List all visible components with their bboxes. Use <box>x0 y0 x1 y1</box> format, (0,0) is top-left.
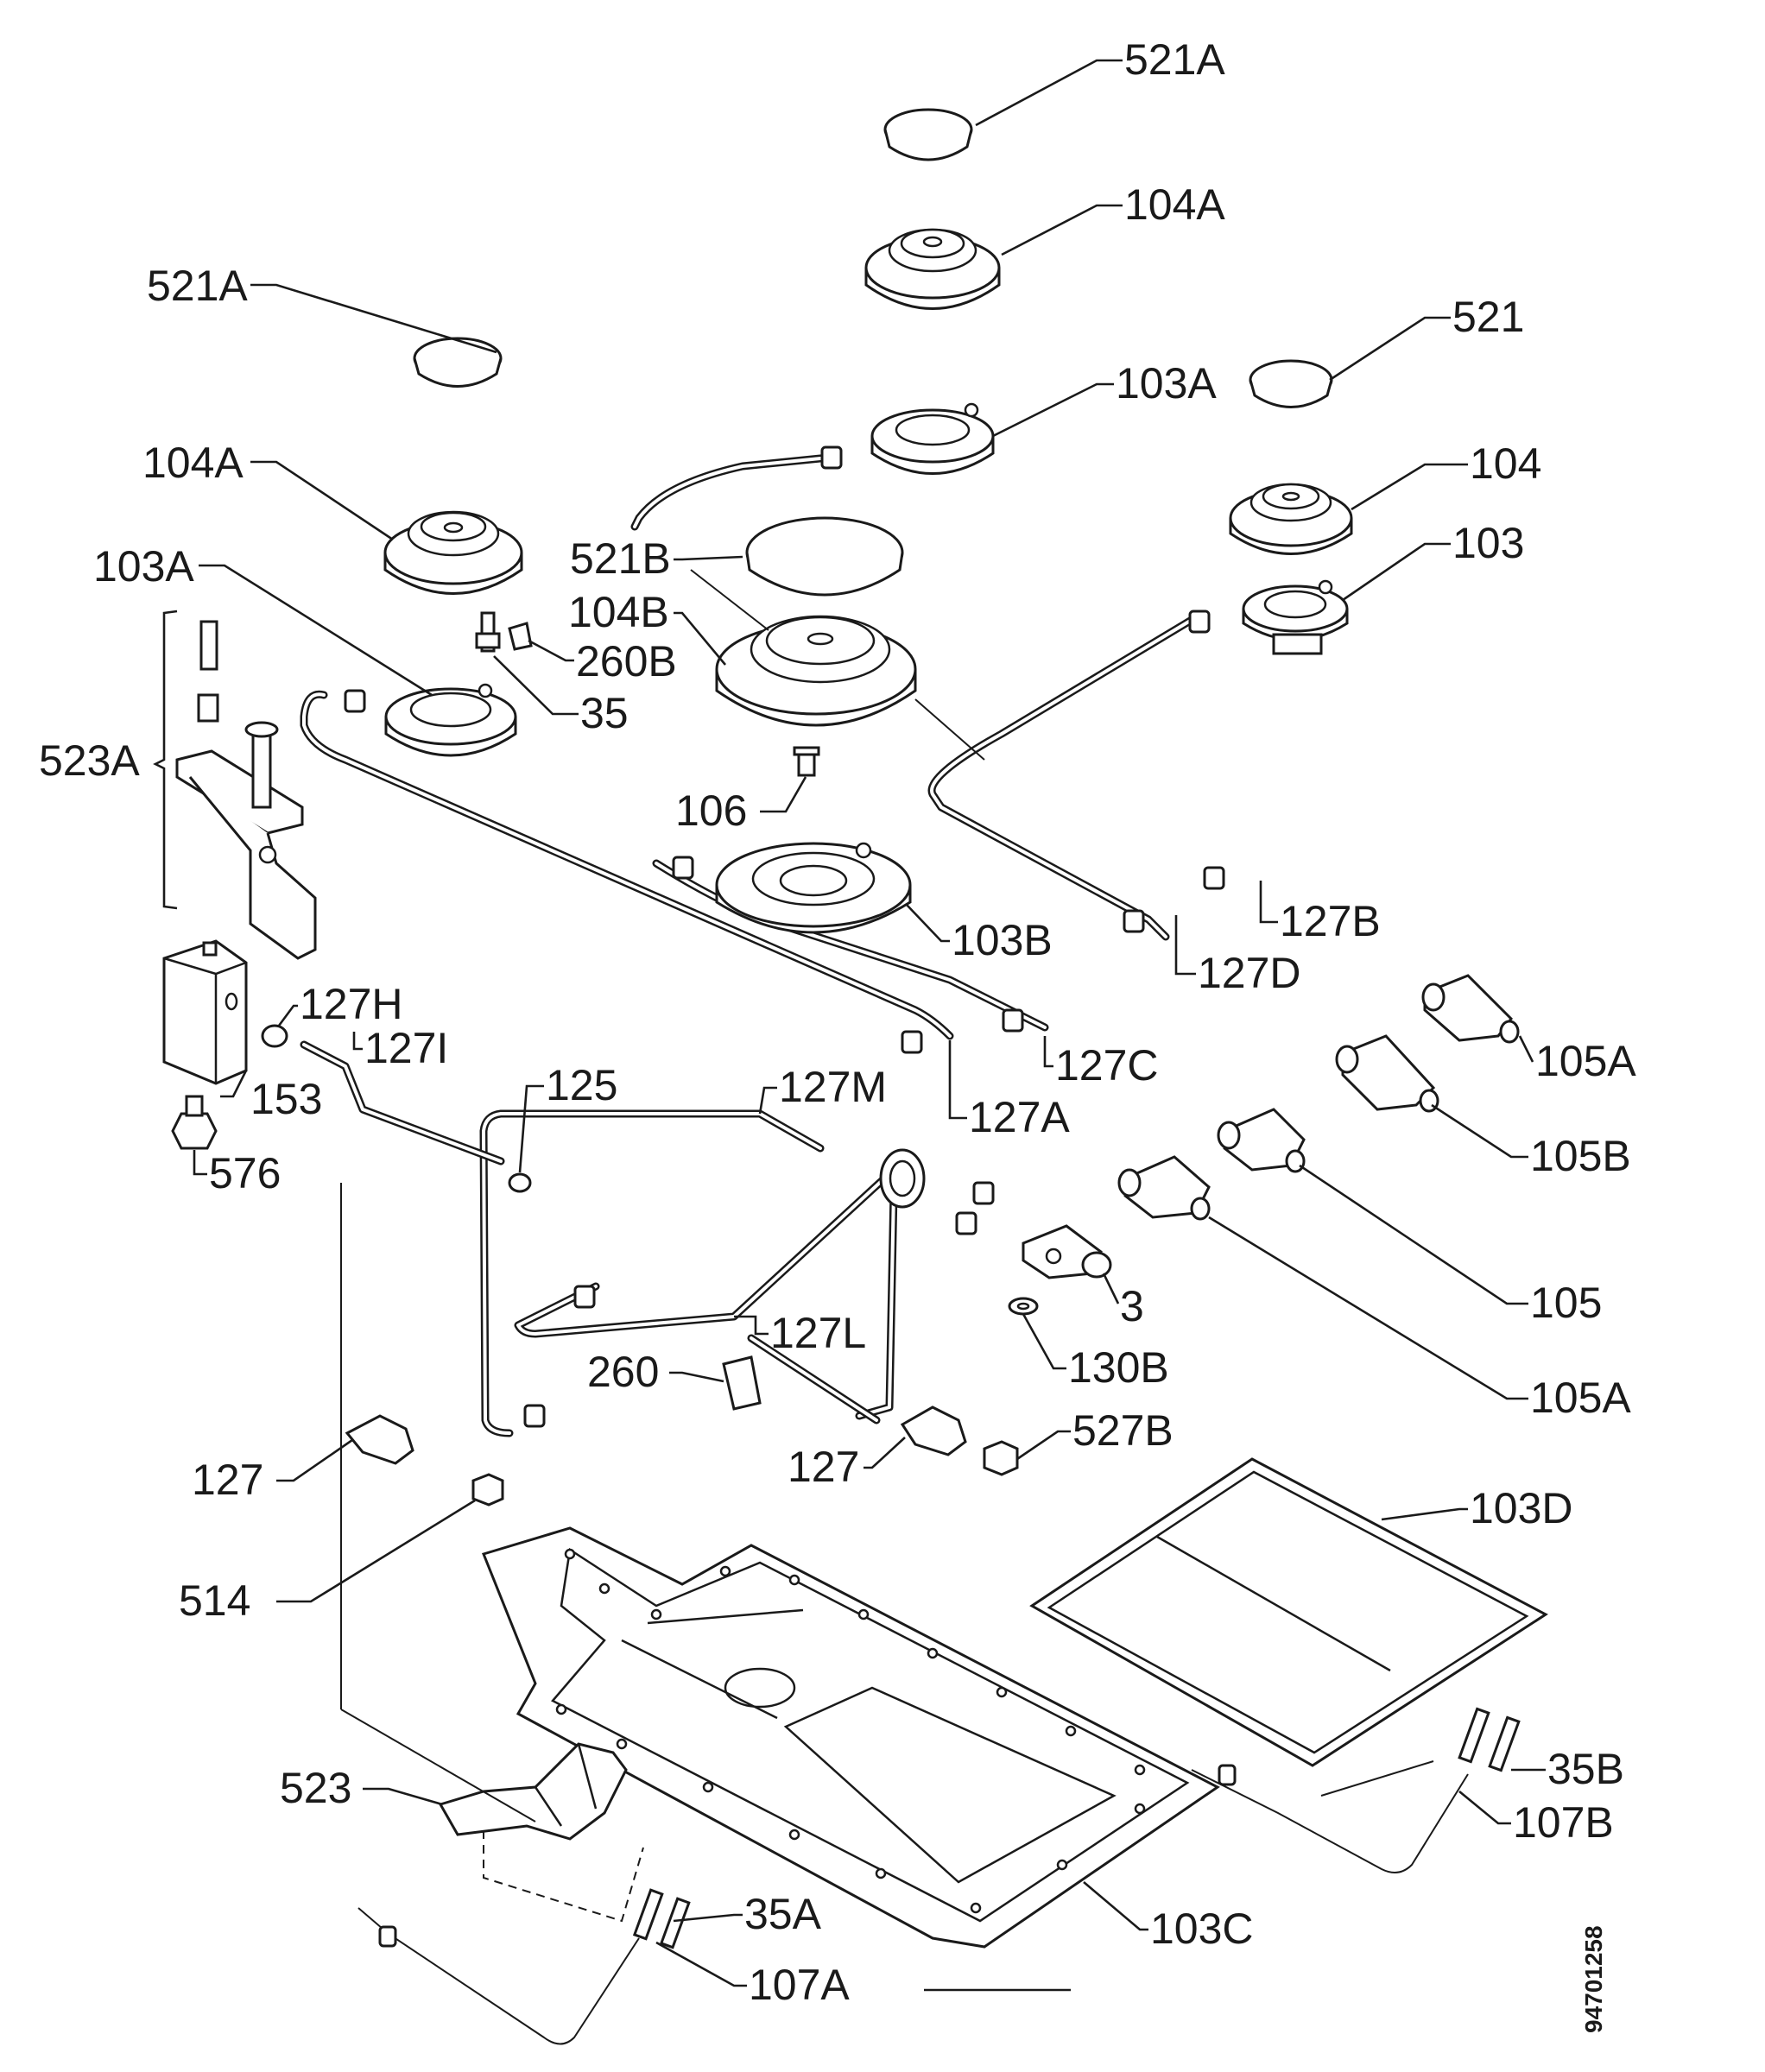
label-104a-top: 104A <box>1124 180 1225 229</box>
label-127a: 127A <box>969 1093 1070 1141</box>
label-35a: 35A <box>744 1890 822 1938</box>
label-103b: 103B <box>952 916 1053 964</box>
valve-block-153 <box>162 939 248 1085</box>
spark-plug-35a <box>632 1888 691 1949</box>
label-260: 260 <box>587 1348 659 1396</box>
label-521a-left: 521A <box>147 262 248 310</box>
label-127h: 127H <box>300 980 403 1028</box>
label-523a: 523A <box>39 736 140 785</box>
connector-127-left <box>345 1414 414 1465</box>
ring-fitting-127m <box>879 1148 926 1209</box>
label-127m: 127M <box>779 1063 887 1111</box>
label-523: 523 <box>280 1764 351 1812</box>
nut-125 <box>508 1172 532 1193</box>
burner-head-104b <box>715 615 917 727</box>
injector-105a-top <box>1421 974 1520 1044</box>
nut-527b <box>983 1440 1019 1476</box>
label-260b: 260B <box>576 637 677 685</box>
part-labels: 521A 104A 521 103A 521A 104 104A 521B 10… <box>39 35 1636 2033</box>
label-107b: 107B <box>1513 1798 1614 1847</box>
label-105a-bottom: 105A <box>1530 1374 1631 1422</box>
label-3: 3 <box>1120 1282 1144 1330</box>
label-105a-top: 105A <box>1535 1037 1636 1085</box>
burner-head-104a-left <box>383 510 523 595</box>
spark-plug-35b <box>1458 1707 1521 1772</box>
label-130b: 130B <box>1068 1343 1169 1392</box>
label-35: 35 <box>580 689 629 737</box>
label-153: 153 <box>250 1075 322 1123</box>
base-plate-103c <box>481 1526 1220 1949</box>
label-127d: 127D <box>1198 949 1301 997</box>
label-103c: 103C <box>1150 1905 1254 1953</box>
label-521: 521 <box>1452 293 1524 341</box>
burner-head-104 <box>1229 483 1353 555</box>
seal-130b <box>1008 1297 1039 1316</box>
label-576: 576 <box>209 1149 281 1197</box>
label-127c: 127C <box>1055 1041 1159 1090</box>
burner-cap-521a-top <box>883 108 973 161</box>
label-103: 103 <box>1452 519 1524 567</box>
label-127b: 127B <box>1280 897 1381 945</box>
burner-cap-521b <box>745 516 904 597</box>
label-104b: 104B <box>568 588 669 636</box>
burner-body-103 <box>1242 579 1349 655</box>
label-35b: 35B <box>1547 1745 1624 1793</box>
clip-260b <box>508 622 533 651</box>
gas-pipes <box>300 453 1469 2045</box>
label-106: 106 <box>675 786 747 835</box>
injector-106 <box>793 746 820 777</box>
burner-cap-521 <box>1249 359 1333 408</box>
label-127i: 127I <box>364 1024 448 1072</box>
label-125: 125 <box>546 1061 617 1109</box>
leader-lines <box>193 59 1546 1992</box>
label-127-mid: 127 <box>788 1443 859 1491</box>
label-105: 105 <box>1530 1279 1602 1327</box>
injector-105b <box>1335 1034 1439 1113</box>
injector-105a-bottom <box>1117 1155 1211 1221</box>
bracket-523 <box>438 1742 644 1923</box>
burner-body-103a-top <box>870 402 995 475</box>
burner-head-104a-top <box>864 228 1001 310</box>
label-104a-left: 104A <box>142 439 244 487</box>
drip-tray-103d <box>1029 1457 1548 1767</box>
label-105b: 105B <box>1530 1132 1631 1180</box>
nut-514 <box>471 1473 504 1507</box>
label-127l: 127L <box>770 1309 866 1357</box>
nut-127h <box>261 1024 288 1048</box>
alignment-lines <box>340 569 1434 1822</box>
label-104: 104 <box>1470 439 1541 488</box>
label-103a-left: 103A <box>93 542 194 591</box>
pipe-fittings <box>344 445 1237 1948</box>
label-527b: 527B <box>1072 1406 1174 1455</box>
nut-576 <box>171 1095 218 1150</box>
label-107a: 107A <box>749 1961 850 2009</box>
label-514: 514 <box>179 1576 250 1625</box>
burner-cap-521a-left <box>413 337 503 388</box>
clip-260 <box>722 1355 762 1411</box>
document-number: 94701258 <box>1580 1925 1607 2033</box>
valve-3 <box>1022 1224 1112 1279</box>
label-103d: 103D <box>1470 1484 1573 1532</box>
bracket-brace-523a <box>153 610 178 910</box>
injector-105 <box>1217 1108 1306 1173</box>
thermocouple-bracket-523a <box>175 620 317 960</box>
label-103a-top: 103A <box>1116 359 1217 407</box>
label-521a-top: 521A <box>1124 35 1225 84</box>
burner-body-103a-left <box>384 683 517 757</box>
connector-127-mid <box>900 1406 967 1456</box>
spark-plug-35 <box>475 611 501 653</box>
burner-body-103b <box>715 842 912 934</box>
label-127-left: 127 <box>192 1456 263 1504</box>
label-521b: 521B <box>570 534 671 583</box>
